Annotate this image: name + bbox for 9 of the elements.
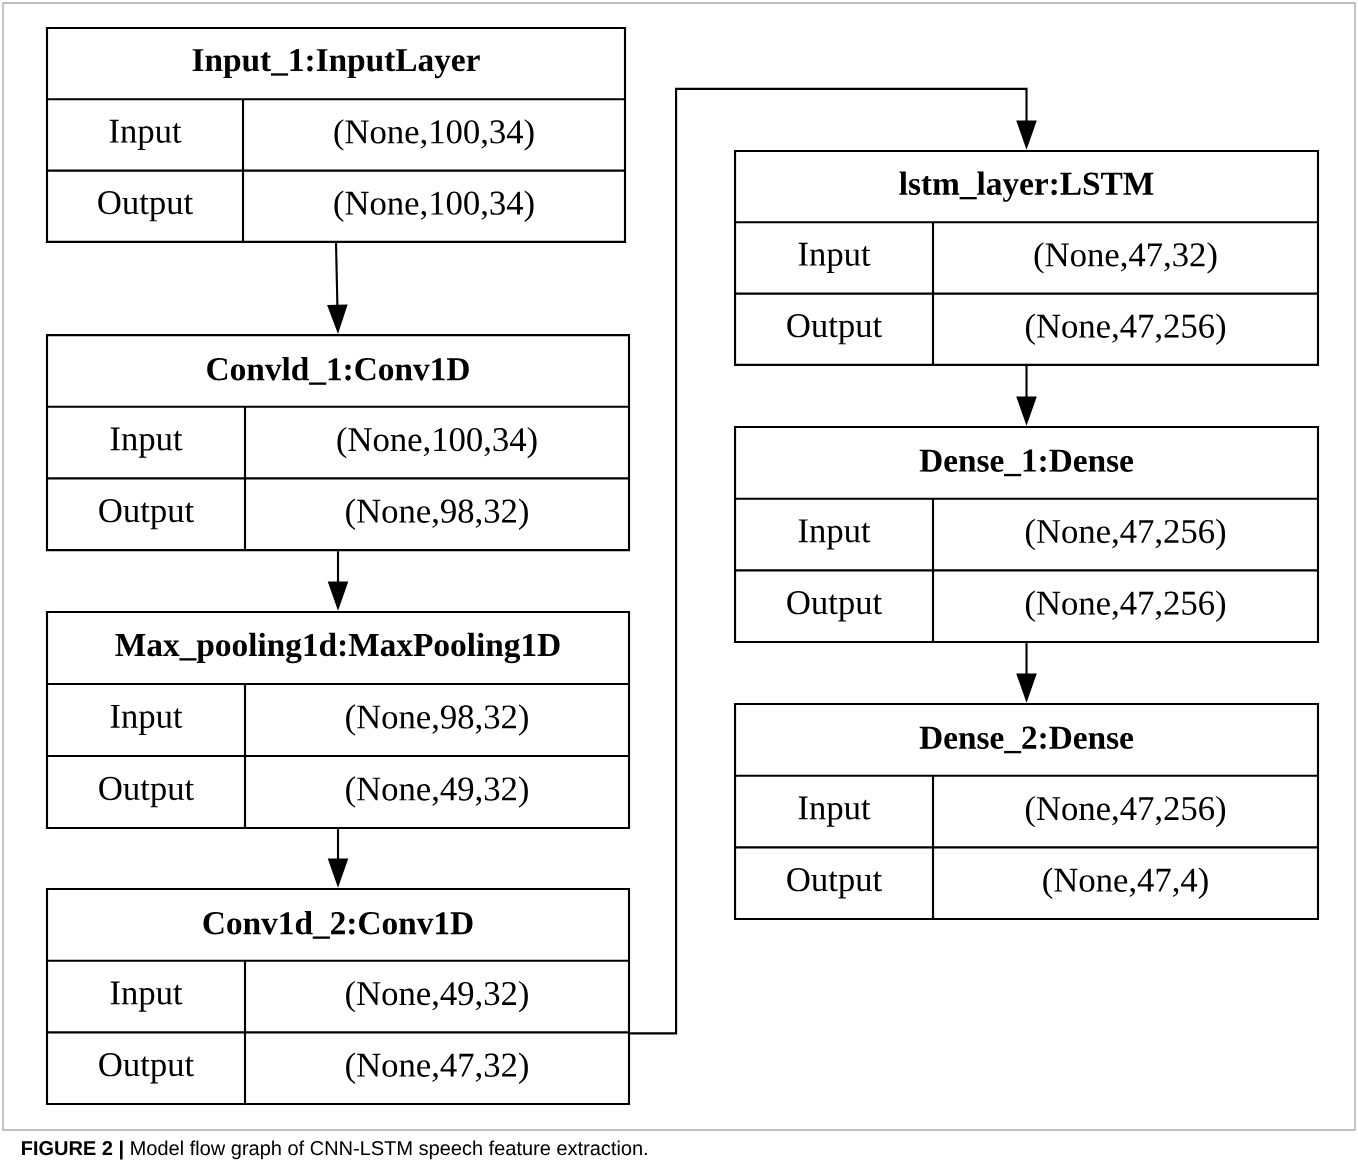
layer-table: lstm_layer:LSTM Input (None,47,32) Output (None,47,256) [734,149,1320,366]
layer-table: Dense_2:Dense Input (None,47,256) Output (None,47,4) [734,702,1320,921]
layer-table: Dense_1:Dense Input (None,47,256) Output (None,47,256) [734,425,1320,644]
caption: FIGURE 2 | Model flow graph of CNN-LSTM speech feature extraction. [22,1140,647,1160]
layer-table: Conv1d_2:Conv1D Input (None,49,32) Output (None,47,32) [45,887,631,1106]
layer-table: Convld_1:Conv1D Input (None,100,34) Output (None,98,32) [45,334,631,552]
layer-table: Input_1:InputLayer Input (None,100,34) Output (None,100,34) [45,26,627,243]
arrow [630,87,1037,1035]
layer-table: Max_pooling1d:MaxPooling1D Input (None,98,32) Output (None,49,32) [45,610,631,830]
